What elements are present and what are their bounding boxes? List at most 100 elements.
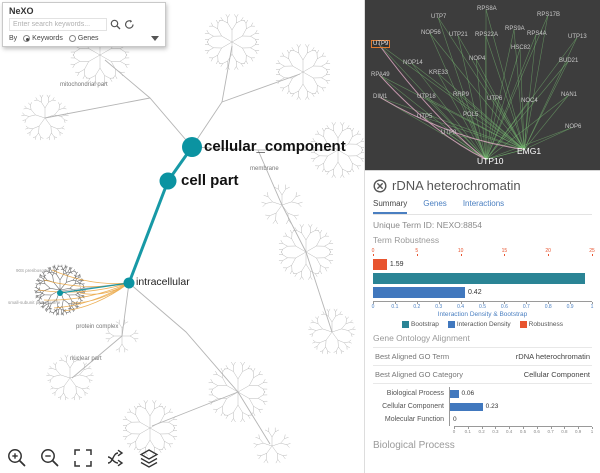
network-node-rpa49[interactable]: RPA49 xyxy=(371,72,390,78)
axis-tick: 15 xyxy=(501,248,508,254)
alignment-table: Best Aligned GO Term rDNA heterochromati… xyxy=(373,347,592,384)
network-node-hsc82[interactable]: HSC82 xyxy=(511,45,531,51)
tree-node-nuclear-part[interactable]: nuclear part xyxy=(70,356,102,362)
search-input[interactable] xyxy=(9,18,107,31)
robustness-heading: Term Robustness xyxy=(373,235,440,245)
network-node-nop6[interactable]: NOP6 xyxy=(565,124,582,130)
fit-to-screen-button[interactable] xyxy=(72,447,94,469)
radio-genes[interactable]: Genes xyxy=(68,35,99,42)
network-node-utp18[interactable]: UTP18 xyxy=(417,94,436,100)
tree-node-cell-part[interactable]: cell part xyxy=(181,172,239,189)
network-node-utp21[interactable]: UTP21 xyxy=(449,32,468,38)
tree-node-mitochondrial-part[interactable]: mitochondrial part xyxy=(60,82,108,88)
axis-tick: 1 xyxy=(590,429,594,434)
network-node-utp10[interactable]: UTP10 xyxy=(477,156,504,166)
zoom-in-button[interactable] xyxy=(6,447,28,469)
search-icon[interactable] xyxy=(110,19,121,30)
axis-tick: 0.8 xyxy=(561,429,568,434)
bar-value: 0.23 xyxy=(485,403,499,410)
tab-interactions[interactable]: Interactions xyxy=(462,199,505,208)
network-node-rps8a[interactable]: RPS8A xyxy=(477,6,497,12)
network-node-rps9a[interactable]: RPS9A xyxy=(505,26,525,32)
radio-genes-circle[interactable] xyxy=(68,35,76,42)
axis-tick: 0.6 xyxy=(533,429,540,434)
collapse-icon[interactable] xyxy=(151,36,159,41)
network-node-bud21[interactable]: BUD21 xyxy=(559,58,579,64)
table-row: Best Aligned GO Category Cellular Compon… xyxy=(373,365,592,384)
axis-tick: 0 xyxy=(371,248,375,254)
reset-icon[interactable] xyxy=(124,19,135,30)
legend-swatch xyxy=(447,321,455,328)
network-node-nop14[interactable]: NOP14 xyxy=(403,60,423,66)
network-node-kre33[interactable]: KRE33 xyxy=(429,70,449,76)
axis-tick: 5 xyxy=(415,248,419,254)
tree-node-membrane[interactable]: membrane xyxy=(250,166,279,172)
detail-header: rDNA heterochromatin xyxy=(373,176,592,197)
bar-row-interaction-density: 0.42 xyxy=(373,287,592,298)
tree-node-protein-complex[interactable]: protein complex xyxy=(76,324,119,330)
axis-tick: 0 xyxy=(371,304,375,310)
tab-genes[interactable]: Genes xyxy=(423,199,447,208)
axis-tick: 25 xyxy=(589,248,595,254)
axis-tick: 0.1 xyxy=(464,429,471,434)
network-node-utp5[interactable]: UTP5 xyxy=(417,114,433,120)
alignment-row-value: Cellular Component xyxy=(491,365,592,384)
network-node-nop56[interactable]: NOP56 xyxy=(421,30,441,36)
alignment-heading: Gene Ontology Alignment xyxy=(373,333,470,343)
axis-tick: 0.9 xyxy=(566,304,574,310)
network-node-rps4a[interactable]: RPS4A xyxy=(527,31,547,37)
network-node-utp6[interactable]: UTP6 xyxy=(487,96,503,102)
term-detail-panel: rDNA heterochromatin Summary Genes Interac… xyxy=(365,170,600,473)
legend-swatch xyxy=(402,321,409,328)
network-node-pol5[interactable]: POL5 xyxy=(463,112,479,118)
network-node-emg1[interactable]: EMG1 xyxy=(517,146,542,156)
network-node-rrp9[interactable]: RRP9 xyxy=(453,92,470,98)
axis-tick: 0.2 xyxy=(478,429,485,434)
tree-node-cellular-component[interactable]: cellular_component xyxy=(204,138,346,155)
legend-item-bootstrap: Bootstrap xyxy=(402,321,439,328)
alignment-row-label: Best Aligned GO Term xyxy=(373,347,492,366)
tree-node-cluster-label[interactable]: small-subunit processome xyxy=(8,300,61,305)
table-row: Best Aligned GO Term rDNA heterochromati… xyxy=(373,347,592,366)
legend-label: Robustness xyxy=(528,321,563,328)
tree-node-intracellular[interactable]: intracellular xyxy=(136,276,190,288)
network-node-utp8[interactable]: UTP8 xyxy=(441,130,457,136)
network-node-utp7[interactable]: UTP7 xyxy=(431,14,447,20)
network-node-rps17b[interactable]: RPS17B xyxy=(537,12,561,18)
expand-branches-button[interactable] xyxy=(105,447,127,469)
term-title: rDNA heterochromatin xyxy=(392,178,521,193)
go-category-label: Biological Process xyxy=(386,390,444,397)
alignment-row-value: rDNA heterochromatin xyxy=(491,347,592,366)
axis-tick: 0.7 xyxy=(547,429,554,434)
ontology-tree-canvas[interactable]: mitochondrial part membrane protein comp… xyxy=(0,0,365,473)
radio-keywords-circle[interactable] xyxy=(23,35,31,42)
tree-node-cluster-label[interactable]: 90S preribosome xyxy=(16,268,51,273)
tab-summary[interactable]: Summary xyxy=(373,199,408,214)
network-node-utp13[interactable]: UTP13 xyxy=(568,34,587,40)
bar xyxy=(450,389,459,398)
network-node-nan1[interactable]: NAN1 xyxy=(561,92,578,98)
bar-value: 0.42 xyxy=(467,289,482,296)
network-node-noc4[interactable]: NOC4 xyxy=(521,98,538,104)
axis-tick: 0.6 xyxy=(500,304,508,310)
axis-tick: 0.1 xyxy=(391,304,399,310)
close-icon[interactable] xyxy=(373,178,387,193)
axis-tick: 0.3 xyxy=(435,304,443,310)
axis-tick: 0.8 xyxy=(544,304,552,310)
network-node-rps22a[interactable]: RPS22A xyxy=(475,32,499,38)
network-node-utp9[interactable]: UTP9 xyxy=(371,40,391,48)
zoom-out-button[interactable] xyxy=(39,447,61,469)
network-node-dim1[interactable]: DIM1 xyxy=(373,94,388,100)
layers-button[interactable] xyxy=(138,447,160,469)
axis-tick: 0.3 xyxy=(492,429,499,434)
search-by-label: By xyxy=(9,35,18,42)
bar-row-robustness: 1.59 xyxy=(373,259,592,270)
radio-keywords[interactable]: Keywords xyxy=(23,35,63,42)
bar xyxy=(373,273,586,284)
bar xyxy=(450,402,483,411)
network-node-nop4[interactable]: NOP4 xyxy=(469,56,486,62)
